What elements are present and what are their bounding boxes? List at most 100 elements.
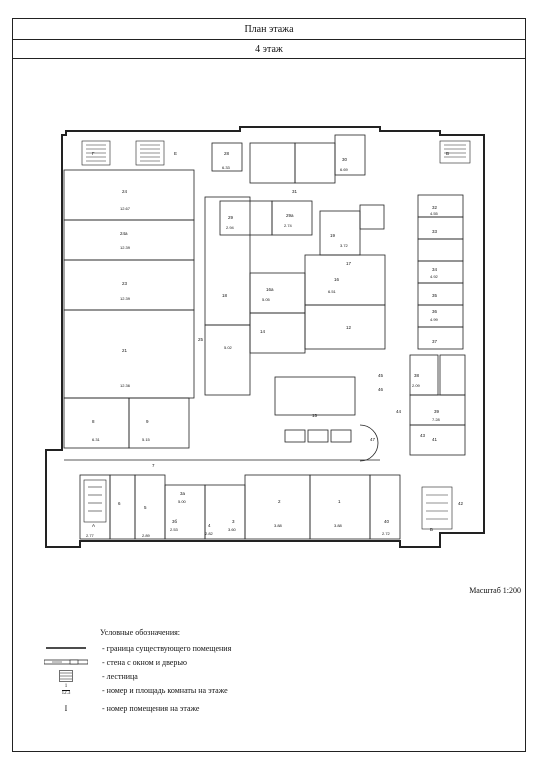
room-label: 18 — [222, 293, 228, 298]
legend-text: - номер и площадь комнаты на этаже — [102, 685, 228, 695]
room-area: 12.36 — [120, 383, 131, 388]
room-area: 2.82 — [205, 531, 214, 536]
floor-plan: 24 12.67 24а 12.39 23 12.39 21 12.36 8 6… — [40, 115, 515, 555]
room-label: 17 — [346, 261, 352, 266]
room-label: 38 — [414, 373, 420, 378]
legend-sample-index: I — [64, 703, 68, 713]
room-label: 9 — [146, 419, 149, 424]
room-label: 7 — [152, 463, 155, 468]
room-label: 24 — [122, 189, 128, 194]
legend-text: - граница существующего помещения — [102, 643, 232, 653]
room-label: 45 — [378, 373, 384, 378]
room-label: 21 — [122, 348, 128, 353]
room-area: 2.77 — [86, 533, 95, 538]
room-label: 25 — [198, 337, 204, 342]
legend-row: 1 12.3 - номер и площадь комнаты на этаж… — [40, 683, 460, 697]
room-area: 6.51 — [328, 289, 337, 294]
room-label: 1 — [338, 499, 341, 504]
room-label: 3б — [172, 519, 178, 524]
legend-text: - номер помещения на этаже — [102, 703, 200, 713]
room-area: 2.72 — [382, 531, 391, 536]
room-area: 4.55 — [430, 211, 439, 216]
room-label: 31 — [292, 189, 298, 194]
room-area: 5.00 — [178, 499, 187, 504]
room-label: 2 — [278, 499, 281, 504]
room-label: А — [92, 523, 95, 528]
legend-sample-area: 12.3 — [61, 689, 71, 696]
room-label: 30 — [342, 157, 348, 162]
room-label: 32 — [432, 205, 438, 210]
room-label: 33 — [432, 229, 438, 234]
room-number-area-icon: 1 12.3 — [40, 684, 92, 696]
room-label: 44 — [396, 409, 402, 414]
room-label: 36 — [432, 309, 438, 314]
floor-label: 4 этаж — [12, 39, 526, 59]
room-area: 12.39 — [120, 245, 131, 250]
room-area: 5.15 — [142, 437, 151, 442]
room-area: 3.72 — [340, 243, 349, 248]
room-label: Е — [174, 151, 177, 156]
room-area: 12.39 — [120, 296, 131, 301]
room-label: 40 — [384, 519, 390, 524]
room-label: 41 — [432, 437, 438, 442]
room-area: 6.31 — [92, 437, 101, 442]
legend-text: - лестница — [102, 671, 138, 681]
room-label: 42 — [458, 501, 464, 506]
room-label: 47 — [370, 437, 376, 442]
room-label: 16 — [334, 277, 340, 282]
room-area: 2.53 — [170, 527, 179, 532]
room-label: 12 — [346, 325, 352, 330]
room-area: 2.89 — [142, 533, 151, 538]
floor-label-text: 4 этаж — [255, 43, 283, 55]
floor-plan-drawing: 24 12.67 24а 12.39 23 12.39 21 12.36 8 6… — [45, 126, 485, 548]
room-label: 46 — [378, 387, 384, 392]
room-label: 29 — [228, 215, 234, 220]
room-label: 3 — [232, 519, 235, 524]
room-area: 6.33 — [222, 165, 231, 170]
room-label: 15 — [312, 413, 318, 418]
room-label: 5 — [144, 505, 147, 510]
stairs-icon — [40, 670, 92, 682]
room-area: 3.88 — [334, 523, 343, 528]
scale-label: Масштаб 1:200 — [469, 586, 521, 595]
room-label: Г — [92, 151, 95, 156]
room-label: 39 — [434, 409, 440, 414]
legend-row: - лестница — [40, 669, 460, 683]
sheet-title-text: План этажа — [244, 23, 294, 35]
room-area: 5.05 — [262, 297, 271, 302]
room-area: 3.60 — [228, 527, 237, 532]
room-area: 2.74 — [284, 223, 293, 228]
room-label: 34 — [432, 267, 438, 272]
room-label: 16а — [266, 287, 274, 292]
legend-row: I - номер помещения на этаже — [40, 701, 460, 715]
room-label: 8 — [92, 419, 95, 424]
room-label: 24а — [120, 231, 128, 236]
legend-row: - стена с окном и дверью — [40, 655, 460, 669]
room-area: 7.28 — [432, 417, 441, 422]
room-area: 5.02 — [224, 345, 233, 350]
room-label: 29а — [286, 213, 294, 218]
room-label: 28 — [224, 151, 230, 156]
room-area: 6.69 — [340, 167, 349, 172]
sheet-title: План этажа — [12, 18, 526, 40]
wall-window-door-icon — [40, 656, 92, 668]
legend-row: - граница существующего помещения — [40, 641, 460, 655]
room-label: Б — [430, 527, 433, 532]
solid-line-icon — [40, 642, 92, 654]
room-area: 2.94 — [226, 225, 235, 230]
room-area: 4.92 — [430, 274, 439, 279]
room-label: 23 — [122, 281, 128, 286]
room-label: 3а — [180, 491, 186, 496]
room-label: 14 — [260, 329, 266, 334]
room-index-icon: I — [40, 702, 92, 714]
room-label: 37 — [432, 339, 438, 344]
legend-title: Условные обозначения: — [100, 628, 181, 637]
room-label: 43 — [420, 433, 426, 438]
room-label: В — [446, 151, 449, 156]
legend-text: - стена с окном и дверью — [102, 657, 187, 667]
room-area: 3.88 — [274, 523, 283, 528]
room-label: 6 — [118, 501, 121, 506]
room-label: 35 — [432, 293, 438, 298]
room-label: 19 — [330, 233, 336, 238]
room-label: 4 — [208, 523, 211, 528]
